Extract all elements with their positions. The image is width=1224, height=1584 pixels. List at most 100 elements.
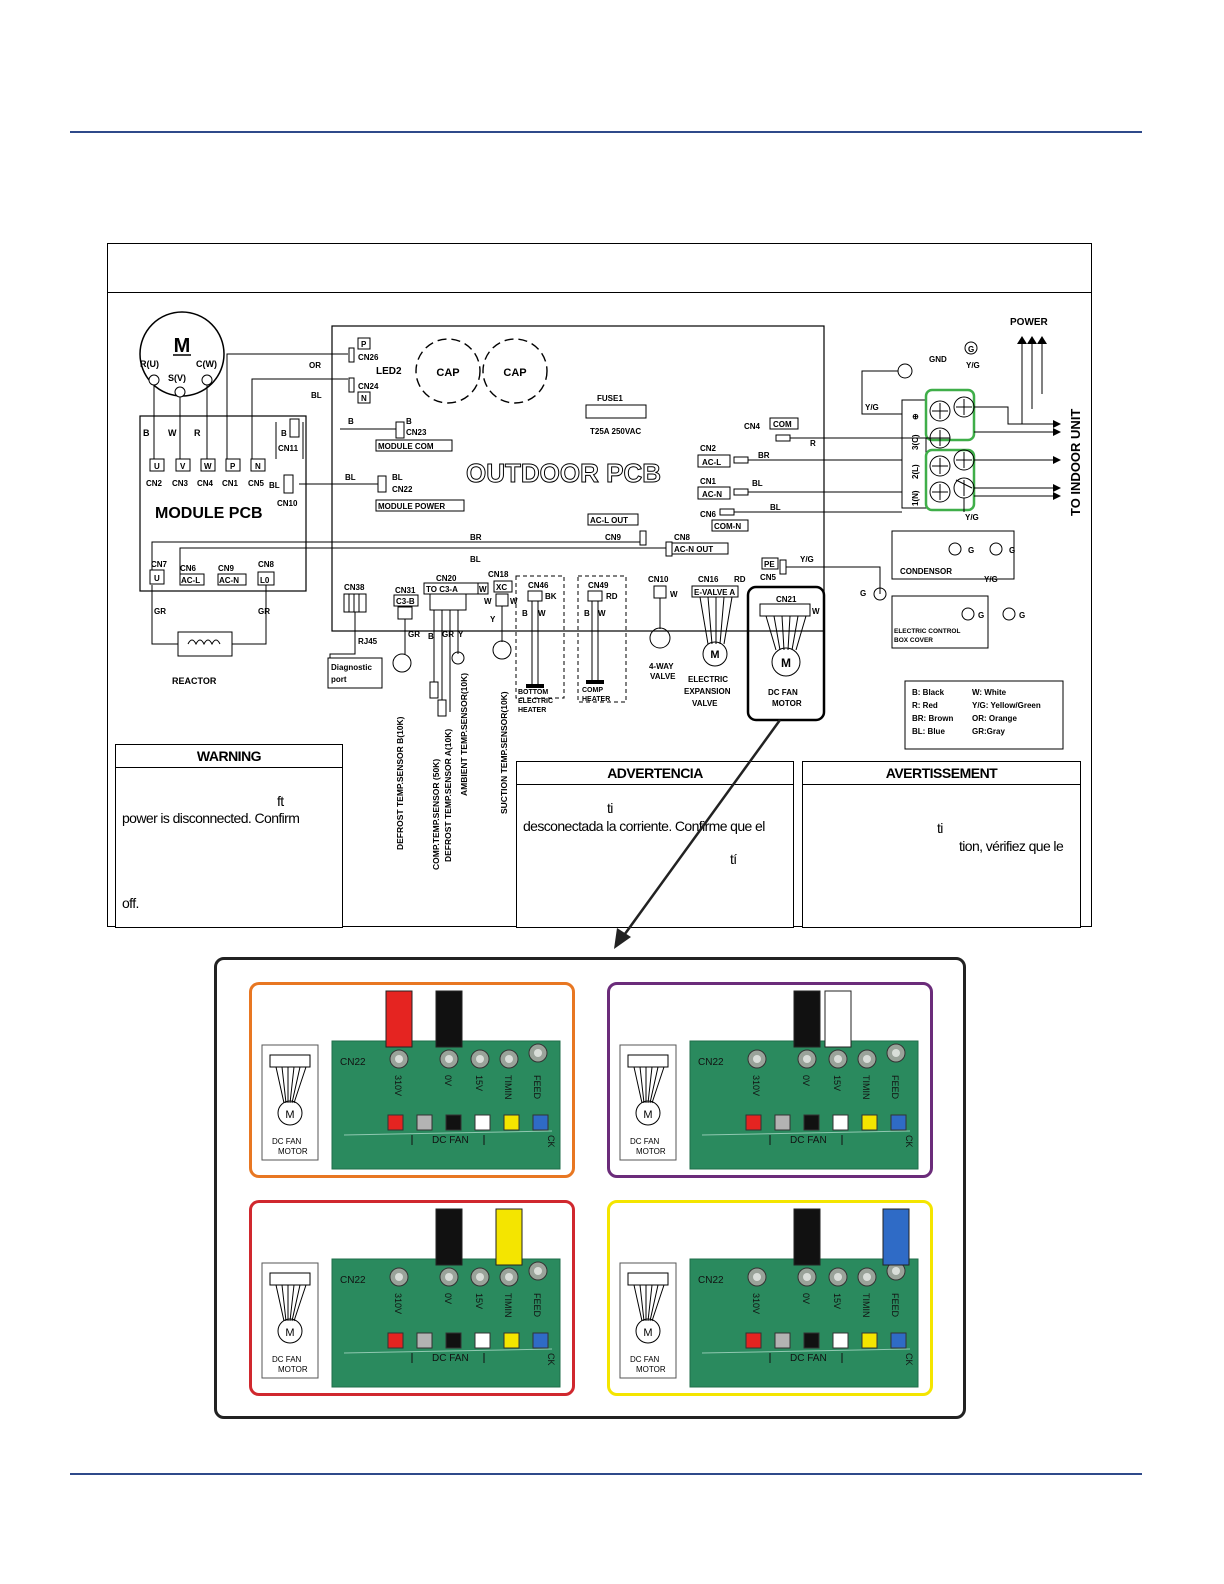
wire-color-swatch	[387, 1332, 404, 1349]
svg-text:FUSE1: FUSE1	[597, 394, 623, 403]
top-rule	[70, 131, 1142, 133]
svg-text:3(C): 3(C)	[911, 434, 920, 450]
svg-text:VALVE: VALVE	[650, 672, 676, 681]
svg-text:Y: Y	[458, 630, 464, 639]
motor-terminal-c: C(W)	[196, 359, 217, 369]
svg-text:FEED: FEED	[532, 1075, 542, 1100]
wire-color-swatch	[803, 1114, 820, 1131]
svg-text:BL: BL	[470, 555, 481, 564]
svg-text:CN22: CN22	[392, 485, 413, 494]
motor-terminal-r: R(U)	[140, 359, 159, 369]
svg-text:CN8: CN8	[674, 533, 691, 542]
svg-text:DC FAN: DC FAN	[768, 688, 798, 697]
svg-text:15V: 15V	[832, 1075, 842, 1091]
wire-color-swatch	[890, 1332, 907, 1349]
diagram-header-bar	[108, 244, 1091, 293]
svg-text:1(N): 1(N)	[911, 490, 920, 506]
svg-text:L0: L0	[260, 576, 270, 585]
svg-text:BK: BK	[545, 592, 557, 601]
svg-text:BL: BL	[311, 391, 322, 400]
svg-text:4-WAY: 4-WAY	[649, 662, 674, 671]
svg-text:CN21: CN21	[776, 595, 797, 604]
svg-text:W: W	[510, 597, 518, 606]
svg-text:MOTOR: MOTOR	[278, 1147, 308, 1156]
svg-text:M: M	[781, 656, 791, 670]
warning-box-fr: AVERTISSEMENT ti tion, vérifiez que le	[802, 761, 1081, 928]
svg-text:AC-N: AC-N	[219, 576, 239, 585]
svg-text:W: W	[204, 462, 212, 471]
svg-text:MODULE COM: MODULE COM	[378, 442, 434, 451]
svg-text:AC-N OUT: AC-N OUT	[674, 545, 713, 554]
svg-text:CN46: CN46	[528, 581, 549, 590]
svg-text:AC-L: AC-L	[181, 576, 200, 585]
svg-text:COMP: COMP	[582, 687, 603, 694]
wiring-diagram: M R(U) S(V) C(W) B W R	[139, 311, 1083, 870]
svg-text:BR: Brown: BR: Brown	[912, 714, 953, 723]
capacitor-2: CAP	[482, 338, 548, 404]
svg-text:G: G	[1009, 546, 1015, 555]
svg-text:ELECTRIC: ELECTRIC	[688, 675, 728, 684]
svg-text:ELECTRIC CONTROL: ELECTRIC CONTROL	[894, 628, 960, 635]
test-probe	[495, 1208, 523, 1266]
wiring-diagram-frame: M R(U) S(V) C(W) B W R	[107, 243, 1092, 928]
svg-text:310V: 310V	[393, 1075, 403, 1096]
test-probe	[385, 990, 413, 1048]
svg-text:B: B	[348, 417, 354, 426]
svg-text:DEFROST TEMP.SENSOR A(10K): DEFROST TEMP.SENSOR A(10K)	[443, 729, 453, 862]
svg-text:TIMIN: TIMIN	[861, 1075, 871, 1100]
wire-color-swatch	[503, 1332, 520, 1349]
svg-text:CN26: CN26	[358, 353, 379, 362]
svg-text:CN16: CN16	[698, 575, 719, 584]
svg-text:BL: BL	[770, 503, 781, 512]
power-terminal-block: POWER GND G Y/G Y/G ⊕ 3(C) 2(L) 1(N)	[860, 317, 1083, 649]
svg-text:HEATER: HEATER	[518, 707, 546, 714]
svg-text:port: port	[331, 675, 347, 684]
warning-box-es: ADVERTENCIA ti desconectada la corriente…	[516, 761, 794, 928]
svg-text:DC FAN: DC FAN	[272, 1355, 302, 1364]
svg-text:RD: RD	[606, 592, 618, 601]
svg-text:CN7: CN7	[151, 560, 168, 569]
svg-text:GR: GR	[408, 630, 420, 639]
svg-text:B: B	[428, 632, 434, 641]
wire-color-swatch	[890, 1114, 907, 1131]
svg-text:M: M	[643, 1109, 652, 1121]
svg-text:W: W	[812, 607, 820, 616]
svg-text:CN22: CN22	[698, 1057, 724, 1068]
test-probe	[824, 990, 852, 1048]
outdoor-pcb-box	[331, 325, 825, 632]
warning-title-fr: AVERTISSEMENT	[803, 762, 1080, 785]
svg-text:AC-L: AC-L	[702, 458, 721, 467]
svg-text:CN1: CN1	[222, 479, 239, 488]
svg-text:B: B	[584, 609, 590, 618]
wire-color-swatch	[832, 1332, 849, 1349]
wire-color-swatch	[474, 1332, 491, 1349]
fuse: FUSE1 T25A 250VAC	[585, 394, 647, 436]
motor-symbol: M	[174, 335, 191, 357]
svg-text:CN9: CN9	[218, 564, 235, 573]
svg-text:CN10: CN10	[277, 499, 298, 508]
svg-text:SUCTION TEMP.SENSOR(10K): SUCTION TEMP.SENSOR(10K)	[499, 691, 509, 814]
wire-color-swatch	[387, 1114, 404, 1131]
test-probe	[435, 990, 463, 1048]
svg-text:CN18: CN18	[488, 570, 509, 579]
svg-text:CN22: CN22	[340, 1275, 366, 1286]
svg-text:BR: BR	[470, 533, 482, 542]
svg-text:R: Red: R: Red	[912, 701, 938, 710]
svg-text:0V: 0V	[443, 1075, 453, 1086]
svg-text:COMP.TEMP.SENSOR (50K): COMP.TEMP.SENSOR (50K)	[431, 759, 441, 870]
svg-text:GND: GND	[929, 355, 947, 364]
svg-text:CAP: CAP	[436, 367, 459, 379]
svg-text:TO C3-A: TO C3-A	[426, 585, 458, 594]
svg-text:DC FAN: DC FAN	[630, 1355, 660, 1364]
test-probe	[882, 1208, 910, 1266]
svg-text:CN5: CN5	[248, 479, 265, 488]
svg-text:COM: COM	[773, 420, 792, 429]
svg-text:0V: 0V	[801, 1075, 811, 1086]
svg-text:C3-B: C3-B	[396, 597, 415, 606]
svg-text:N: N	[255, 462, 261, 471]
svg-text:VALVE: VALVE	[692, 699, 718, 708]
